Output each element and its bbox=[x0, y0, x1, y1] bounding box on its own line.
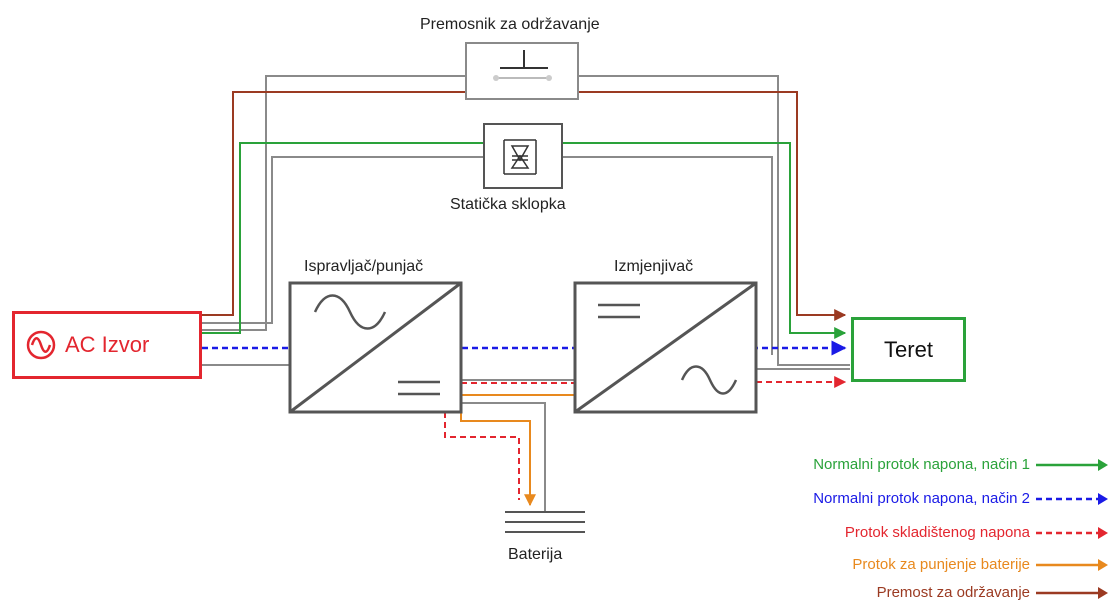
legend-label: Premost za održavanje bbox=[876, 584, 1030, 601]
static-switch-label: Statička sklopka bbox=[450, 196, 566, 213]
legend-label: Protok za punjenje baterije bbox=[852, 556, 1030, 573]
legend-swatch bbox=[1036, 458, 1108, 471]
inverter bbox=[573, 281, 758, 414]
battery-symbol bbox=[505, 511, 585, 533]
static-wire-grey bbox=[202, 156, 484, 324]
legend-item-stored-energy: Protok skladištenog napona bbox=[845, 524, 1108, 541]
load-box: Teret bbox=[851, 317, 966, 382]
inverter-label: Izmjenjivač bbox=[614, 258, 694, 275]
legend-item-battery-charging: Protok za punjenje baterije bbox=[852, 556, 1108, 573]
normal-flow-mode1-path-out bbox=[562, 142, 847, 339]
static-wire-grey-out bbox=[562, 156, 773, 355]
legend-swatch bbox=[1036, 586, 1108, 599]
legend-swatch bbox=[1036, 526, 1108, 539]
legend-item-normal-mode1: Normalni protok napona, način 1 bbox=[813, 456, 1108, 473]
legend-label: Normalni protok napona, način 2 bbox=[813, 490, 1030, 507]
legend-swatch bbox=[1036, 492, 1108, 505]
stored-energy-flow-down bbox=[444, 412, 520, 500]
normal-flow-mode1-path bbox=[202, 142, 484, 334]
bypass-wire-grey-out bbox=[578, 75, 850, 366]
ac-sine-icon bbox=[26, 330, 56, 360]
ac-source-label: AC Izvor bbox=[65, 332, 150, 357]
legend-item-normal-mode2: Normalni protok napona, način 2 bbox=[813, 490, 1108, 507]
legend-item-maintenance-bypass: Premost za održavanje bbox=[877, 584, 1108, 601]
legend-swatch bbox=[1036, 558, 1108, 571]
bypass-label: Premosnik za održavanje bbox=[420, 16, 600, 33]
rectifier-charger bbox=[288, 281, 463, 414]
legend-label: Protok skladištenog napona bbox=[844, 524, 1030, 541]
rectifier-label: Ispravljač/punjač bbox=[304, 258, 424, 275]
legend-label: Normalni protok napona, način 1 bbox=[813, 456, 1030, 473]
bypass-wire-grey bbox=[202, 75, 466, 331]
dc-to-battery-wire bbox=[461, 402, 546, 512]
load-label: Teret bbox=[884, 336, 933, 362]
maintenance-bypass-switch bbox=[465, 42, 579, 100]
ac-source-box: AC Izvor bbox=[12, 311, 202, 379]
grey-wiring bbox=[202, 75, 850, 512]
static-switch bbox=[483, 123, 563, 189]
battery-label: Baterija bbox=[508, 546, 563, 563]
